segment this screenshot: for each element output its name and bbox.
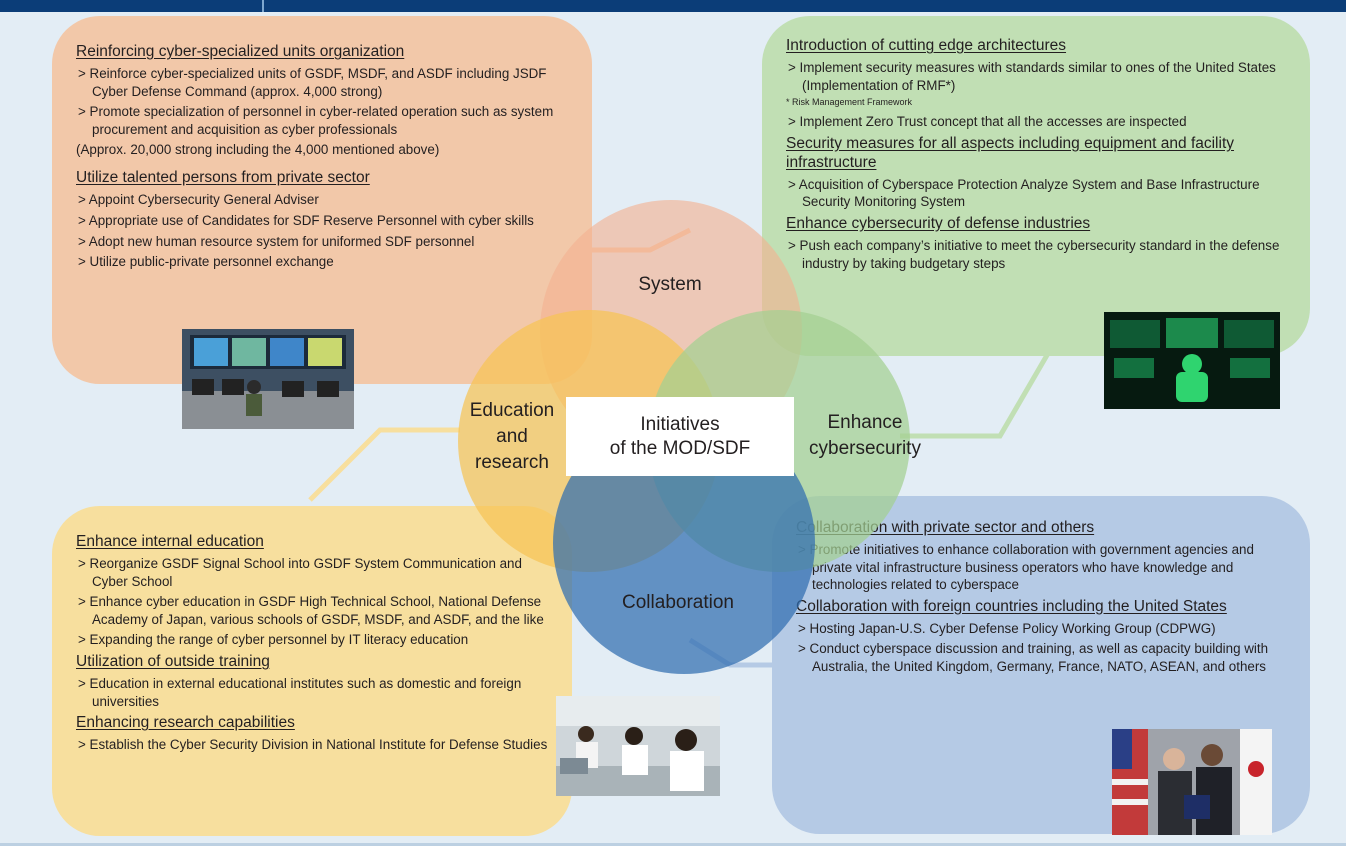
section-heading: Reinforcing cyber-specialized units orga… bbox=[76, 43, 405, 60]
collaboration-label: Collaboration bbox=[622, 592, 734, 613]
list-item: > Implement security measures with stand… bbox=[788, 60, 1276, 93]
section-heading: Utilization of outside training bbox=[76, 652, 270, 670]
classroom-photo bbox=[556, 696, 720, 796]
list-item: > Promote initiatives to enhance collabo… bbox=[798, 542, 1254, 593]
list-item: > Utilize public-private personnel excha… bbox=[78, 254, 334, 270]
section-heading: Utilize talented persons from private se… bbox=[76, 169, 370, 187]
header-divider bbox=[262, 0, 264, 12]
education-label-line: and bbox=[496, 426, 528, 447]
section-heading: Enhancing research capabilities bbox=[76, 714, 295, 732]
section-heading: Security measures for all aspects includ… bbox=[786, 134, 1235, 171]
list-item: > Conduct cyberspace discussion and trai… bbox=[798, 641, 1269, 674]
section-heading: Introduction of cutting edge architectur… bbox=[786, 37, 1067, 54]
education-research-panel: Enhance internal education > Reorganize … bbox=[52, 506, 572, 836]
list-item: > Implement Zero Trust concept that all … bbox=[788, 114, 1187, 130]
system-initiatives-panel: Reinforcing cyber-specialized units orga… bbox=[52, 16, 592, 384]
enhance-connector bbox=[900, 348, 1053, 439]
bilateral-meeting-photo bbox=[1112, 729, 1272, 835]
enhance-label-line: Enhance bbox=[827, 412, 903, 433]
section-heading: Enhance internal education bbox=[76, 533, 264, 550]
education-label: Education and research bbox=[452, 398, 572, 476]
list-item: > Appropriate use of Candidates for SDF … bbox=[78, 212, 534, 228]
education-label-line: Education bbox=[469, 400, 555, 421]
system-label: System bbox=[638, 274, 702, 295]
list-item: > Enhance cyber education in GSDF High T… bbox=[78, 594, 544, 627]
center-title-line: Initiatives bbox=[640, 414, 720, 435]
education-label-line: research bbox=[475, 452, 549, 473]
footnote: * Risk Management Framework bbox=[786, 97, 913, 108]
operations-room-photo bbox=[182, 329, 354, 429]
enhance-label: Enhance cybersecurity bbox=[790, 410, 940, 462]
list-item: > Push each company’s initiative to meet… bbox=[788, 237, 1280, 271]
list-item: > Hosting Japan-U.S. Cyber Defense Polic… bbox=[798, 620, 1216, 636]
enhance-cybersecurity-panel: Introduction of cutting edge architectur… bbox=[762, 16, 1310, 356]
list-item: > Establish the Cyber Security Division … bbox=[78, 737, 548, 753]
footer-line bbox=[0, 843, 1346, 846]
list-item: > Reorganize GSDF Signal School into GSD… bbox=[78, 556, 522, 589]
list-item: > Expanding the range of cyber personnel… bbox=[78, 632, 469, 648]
enhance-label-line: cybersecurity bbox=[809, 438, 921, 459]
section-heading: Collaboration with foreign countries inc… bbox=[796, 597, 1227, 615]
list-item: > Adopt new human resource system for un… bbox=[78, 233, 475, 249]
section-heading: Enhance cybersecurity of defense industr… bbox=[786, 214, 1091, 232]
list-item: > Reinforce cyber-specialized units of G… bbox=[78, 66, 547, 99]
list-item: > Appoint Cybersecurity General Adviser bbox=[78, 192, 319, 208]
cyber-operations-photo bbox=[1104, 312, 1280, 409]
note-text: (Approx. 20,000 strong including the 4,0… bbox=[76, 142, 440, 158]
header-bar bbox=[0, 0, 1346, 12]
center-title-line: of the MOD/SDF bbox=[609, 438, 751, 459]
list-item: > Promote specialization of personnel in… bbox=[78, 104, 554, 137]
center-title-box: Initiatives of the MOD/SDF bbox=[566, 397, 794, 476]
list-item: > Education in external educational inst… bbox=[78, 675, 522, 709]
education-connector bbox=[308, 427, 460, 502]
list-item: > Acquisition of Cyberspace Protection A… bbox=[788, 176, 1260, 210]
